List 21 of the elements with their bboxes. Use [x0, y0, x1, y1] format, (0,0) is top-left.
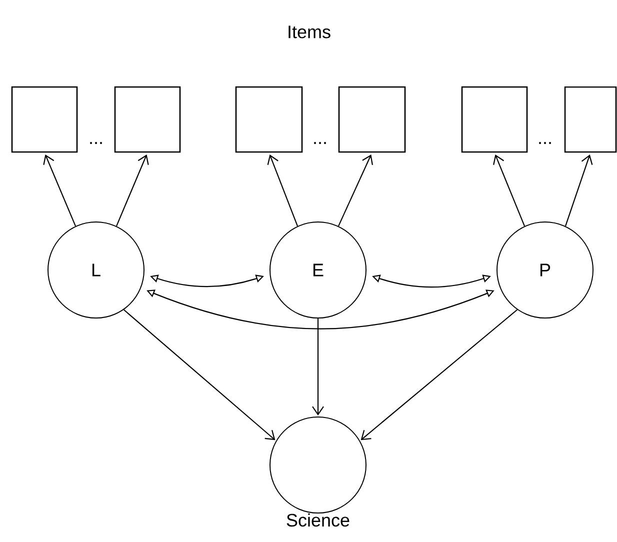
- arrow: [267, 154, 298, 226]
- arrow: [564, 154, 593, 226]
- arrow: [338, 154, 373, 226]
- arrow: [116, 154, 149, 226]
- ellipsis: ...: [539, 142, 551, 144]
- ellipsis: ...: [90, 142, 102, 144]
- item-box: [461, 86, 528, 153]
- arrow: [360, 309, 518, 440]
- arrow: [312, 318, 324, 416]
- arrow: [123, 309, 276, 440]
- arrow: [493, 154, 526, 226]
- item-box: [338, 86, 406, 153]
- node-caption: Science: [286, 513, 350, 527]
- item-box: [235, 86, 303, 153]
- item-box: [114, 86, 181, 153]
- outcome-circle: [270, 416, 366, 514]
- arrow: [43, 154, 76, 226]
- item-box: [11, 86, 78, 153]
- ellipsis: ...: [314, 142, 326, 144]
- heading: Items: [288, 26, 330, 38]
- item-box: [564, 86, 617, 153]
